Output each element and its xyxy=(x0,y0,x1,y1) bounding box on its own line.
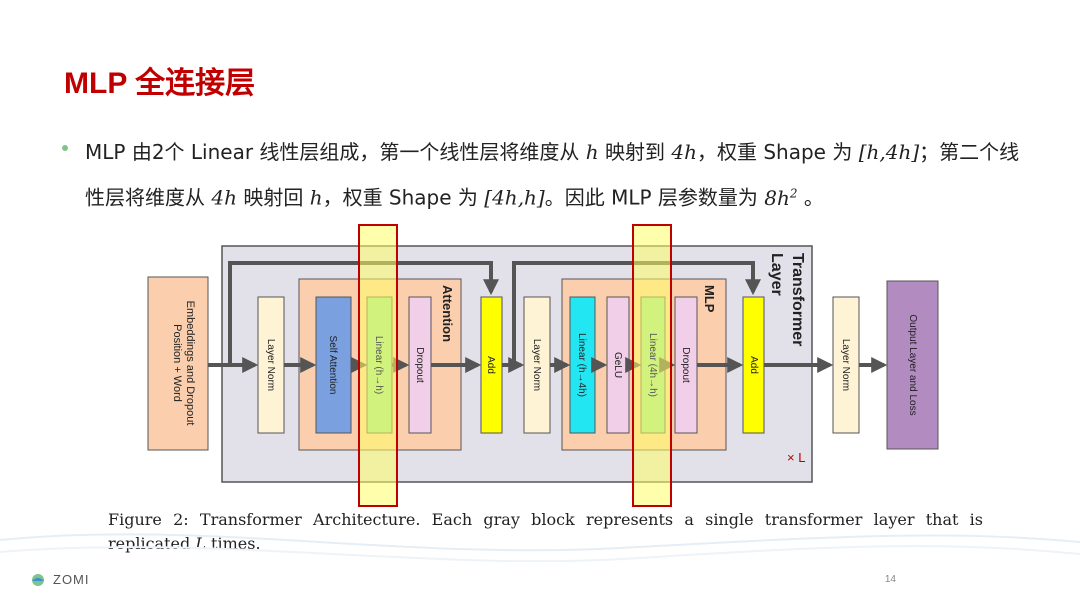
brand-logo-icon xyxy=(32,573,44,586)
bullet-dot xyxy=(62,145,68,151)
math-4h: 4h xyxy=(671,140,697,164)
bullet-part-5: 映射回 xyxy=(243,185,304,210)
bullet-paragraph: MLP 由2个 Linear 线性层组成，第一个线性层将维度从 h 映射到 4h… xyxy=(85,132,1025,219)
bullet-part-4: ；第二个线性层将维度从 xyxy=(85,140,1020,210)
transformer-title-2: Layer xyxy=(768,253,785,296)
math-shape-2: [4h,h] xyxy=(484,185,545,210)
add-1-label: Add xyxy=(485,356,496,374)
layer-norm-3-box xyxy=(832,296,860,434)
footer-wave xyxy=(0,533,1080,563)
embed-label-1: Position + Word xyxy=(171,324,183,402)
bullet-part-2: 映射到 xyxy=(605,140,666,164)
page-number: 14 xyxy=(884,574,896,585)
add-2-label: Add xyxy=(748,356,759,374)
output-label: Output Layer and Loss xyxy=(907,314,918,415)
times-l-label: × L xyxy=(787,450,805,465)
linear-mlp-1-label: Linear (h→4h) xyxy=(576,333,587,397)
linear-attn-label: Linear (h→h) xyxy=(373,336,384,394)
self-attention-label: Self Attention xyxy=(327,336,338,395)
layer-norm-2-label: Layer Norm xyxy=(531,339,542,391)
gelu-label: GeLU xyxy=(612,352,623,378)
slide-title: MLP 全连接层 xyxy=(64,67,256,100)
brand: ZOMI xyxy=(31,572,90,587)
mlp-title: MLP xyxy=(702,285,717,313)
embed-label-2: Embeddings and Dropout xyxy=(184,301,196,426)
attention-title: Attention xyxy=(440,285,455,342)
bullet-part-7: 。因此 MLP 层参数量为 xyxy=(544,185,758,210)
highlight-linear-mlp xyxy=(632,224,672,507)
bullet-part-6: ，权重 Shape 为 xyxy=(322,185,478,210)
dropout-mlp-label: Dropout xyxy=(680,347,691,383)
transformer-title-1: Transformer xyxy=(789,253,806,346)
highlight-linear-attn xyxy=(358,224,398,507)
layer-norm-1-label: Layer Norm xyxy=(265,339,276,391)
linear-mlp-2-label: Linear (4h→h) xyxy=(647,333,658,397)
bullet-part-8: 。 xyxy=(803,185,824,210)
brand-name: ZOMI xyxy=(53,572,90,587)
layer-norm-3-label: Layer Norm xyxy=(840,339,851,391)
bullet-part-1: MLP 由2个 Linear 线性层组成，第一个线性层将维度从 xyxy=(85,140,580,164)
dropout-attn-label: Dropout xyxy=(414,347,425,383)
math-param: 8h2 xyxy=(764,185,798,210)
math-4h-2: 4h xyxy=(211,185,237,210)
math-shape-1: [h,4h] xyxy=(858,140,920,164)
math-h-2: h xyxy=(309,185,323,210)
bullet-part-3: ，权重 Shape 为 xyxy=(697,140,853,164)
math-h: h xyxy=(585,140,599,164)
self-attention-box xyxy=(315,296,352,434)
embed-box xyxy=(147,276,209,451)
